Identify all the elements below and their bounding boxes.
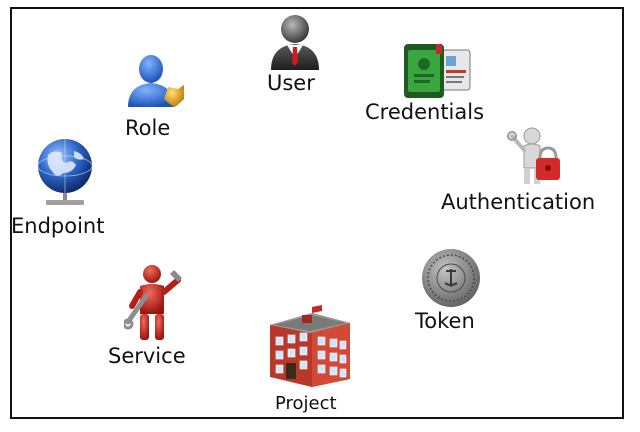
diagram-frame: User Role [10, 7, 624, 419]
service-label: Service [108, 344, 186, 368]
token-label: Token [415, 309, 475, 333]
endpoint-icon [37, 139, 93, 205]
role-icon [128, 55, 184, 107]
user-icon [271, 15, 319, 70]
endpoint-label: Endpoint [11, 214, 105, 238]
project-icon [270, 305, 350, 387]
authentication-label: Authentication [441, 190, 596, 214]
service-icon [124, 265, 182, 340]
user-label: User [267, 71, 315, 95]
role-label: Role [125, 116, 171, 140]
credentials-label: Credentials [365, 100, 485, 124]
project-label: Project [275, 393, 337, 414]
token-icon [422, 249, 480, 307]
authentication-icon [507, 127, 560, 184]
credentials-icon [404, 44, 471, 98]
